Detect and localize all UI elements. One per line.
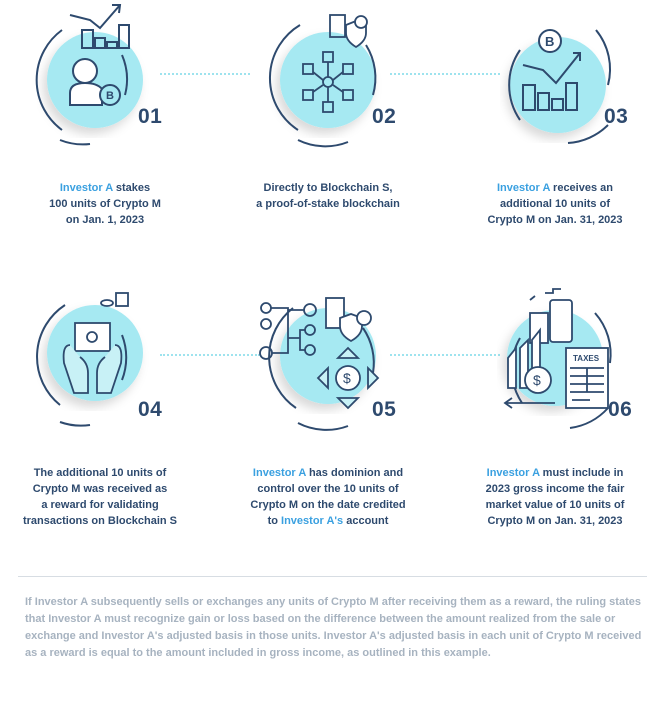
svg-text:B: B	[545, 34, 554, 49]
connector-4-5	[160, 354, 260, 356]
step-01-icon-group: B	[15, 0, 175, 160]
step-03-icon-group: B	[478, 5, 638, 165]
connector-5-6	[390, 354, 500, 356]
step-number: 06	[608, 398, 633, 421]
taxes-calculator-icon: $ TAXES	[503, 288, 612, 429]
footer-note: If Investor A subsequently sells or exch…	[25, 596, 642, 659]
step-04-description: The additional 10 units of Crypto M was …	[22, 467, 178, 527]
step-02-icon-group	[248, 0, 408, 160]
investor-crypto-growth-icon: B	[35, 4, 143, 146]
step-number: 02	[372, 105, 397, 128]
step-01-description: Investor A stakes 100 units of Crypto M …	[49, 182, 161, 226]
step-number: 04	[138, 398, 163, 421]
step-05-description: Investor A has dominion and control over…	[250, 467, 406, 527]
taxes-label: TAXES	[573, 354, 600, 363]
reward-certificate-hands-icon	[36, 292, 143, 427]
connector-1-2	[160, 73, 250, 75]
step-06-icon-group: $ TAXES	[480, 288, 640, 448]
svg-text:B: B	[106, 90, 114, 102]
step-04-icon-group	[15, 285, 175, 445]
step-02-description: Directly to Blockchain S, a proof-of-sta…	[256, 182, 400, 210]
svg-text:$: $	[533, 372, 541, 388]
divider	[18, 576, 647, 577]
svg-text:$: $	[343, 370, 351, 386]
step-06-description: Investor A must include in 2023 gross in…	[485, 467, 625, 527]
connector-2-3	[390, 73, 500, 75]
step-number: 01	[138, 105, 163, 128]
step-03-description: Investor A receives an additional 10 uni…	[487, 182, 623, 226]
step-number: 05	[372, 398, 397, 421]
step-05-icon-group: $	[248, 288, 408, 448]
step-number: 03	[604, 105, 629, 128]
blockchain-network-icon	[268, 14, 377, 148]
control-dollar-flow-icon: $	[259, 297, 380, 431]
coin-growth-chart-icon: B	[508, 29, 611, 144]
